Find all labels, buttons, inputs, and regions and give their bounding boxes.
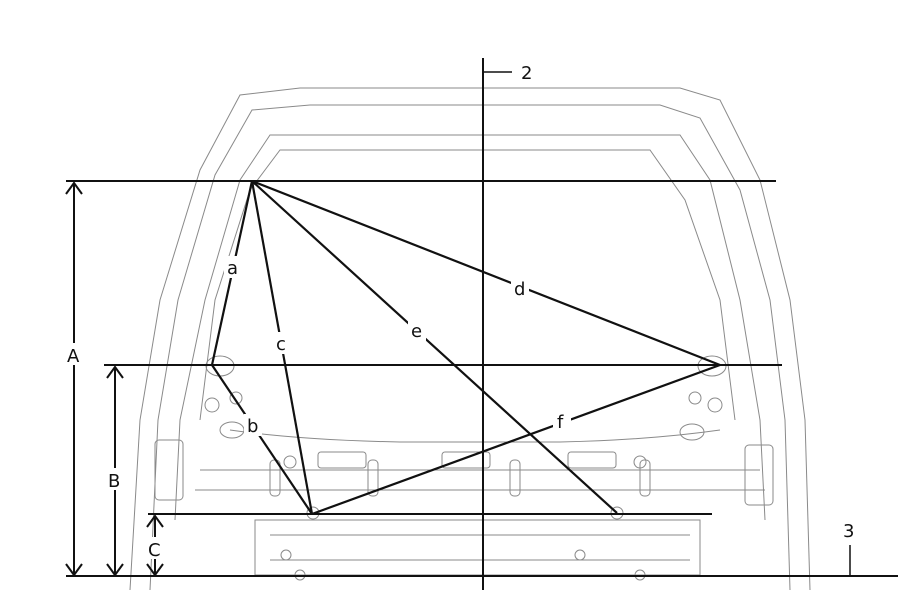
measurement-a-label: a: [227, 258, 238, 279]
vehicle-rear-outline: [129, 87, 811, 590]
measurement-line-b: [211, 364, 313, 515]
measurement-e-label: e: [411, 321, 422, 342]
measurement-d-label: d: [514, 279, 525, 300]
measurement-line-f: [311, 363, 721, 516]
dimension-C-label: C: [148, 540, 161, 561]
measurement-f-label: f: [557, 412, 564, 433]
datum-2-label: 2: [521, 63, 532, 84]
datum-3-label: 3: [843, 521, 854, 542]
measurement-b-label: b: [247, 416, 258, 437]
dimension-B-label: B: [108, 471, 120, 492]
measurement-line-d: [251, 179, 721, 367]
measurement-line-e: [251, 180, 618, 514]
measurement-c-label: c: [276, 334, 286, 355]
dimension-A-label: A: [67, 346, 80, 367]
dimension-A-arrow: [65, 181, 83, 577]
